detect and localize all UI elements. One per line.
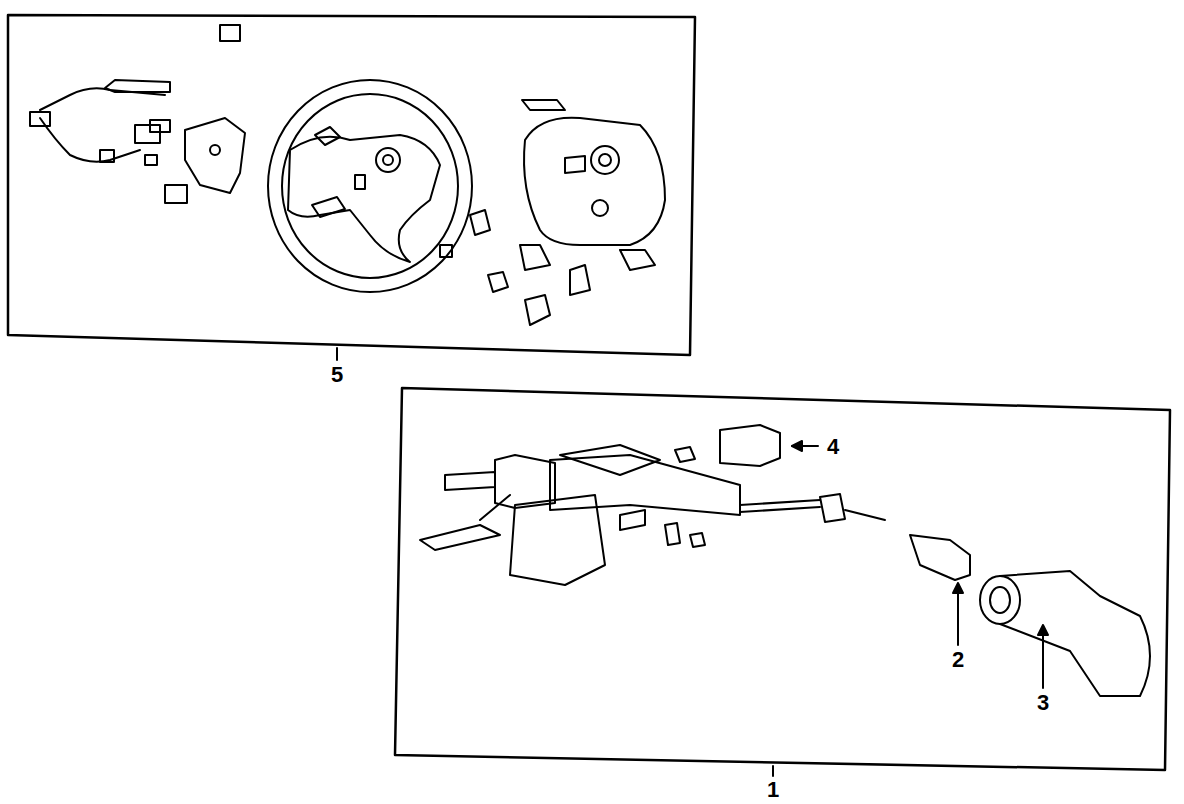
arrow-head [953,583,963,593]
steering-column [420,445,885,585]
group-frame [8,15,695,355]
callout-number: 3 [1036,692,1050,714]
callout-number: 1 [766,779,780,801]
callout-number: 4 [826,436,840,458]
steering-wheel [268,80,472,292]
callout-number: 5 [330,364,344,386]
arrow-head [1038,625,1048,635]
leader-line [1042,630,1044,688]
arrow-head [792,441,802,451]
callout-number: 2 [951,649,965,671]
airbag-cover [440,100,665,325]
lock-cylinder [910,535,970,580]
leader-line [957,588,959,645]
horn-wiring [30,25,245,203]
group-frame [395,388,1170,770]
column-cover [980,571,1150,696]
spring-housing [720,425,780,466]
